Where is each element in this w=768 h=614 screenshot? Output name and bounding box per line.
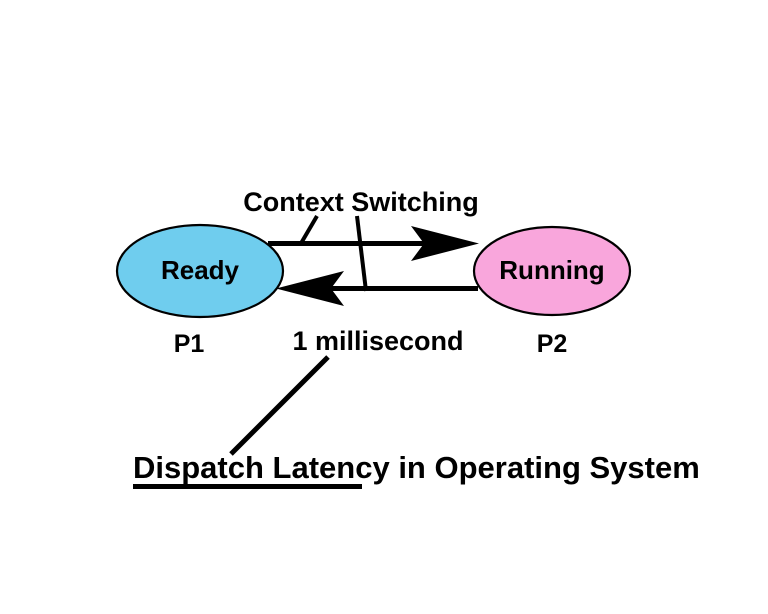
caption-title: Dispatch Latency in Operating System — [133, 450, 700, 485]
node-ready-label: Ready — [161, 255, 240, 285]
caption-plain-part: in Operating System — [390, 450, 700, 485]
node-ready-ellipse[interactable] — [115, 223, 285, 319]
leader-line-caption — [229, 355, 330, 456]
node-running-ellipse[interactable] — [472, 225, 632, 317]
leader-line-context-switching-long — [355, 215, 368, 292]
caption-underlined-part: Dispatch Latency — [133, 450, 390, 485]
arrowhead-left-icon — [276, 271, 344, 306]
leader-line-context-switching-short — [298, 214, 319, 247]
node-running-label: Running — [499, 255, 604, 285]
process-label-p2: P2 — [537, 330, 568, 358]
process-label-p1: P1 — [174, 330, 205, 358]
edge-label-latency-value: 1 millisecond — [292, 326, 463, 356]
arrowhead-right-icon — [411, 226, 479, 261]
edge-label-context-switching: Context Switching — [243, 187, 479, 217]
